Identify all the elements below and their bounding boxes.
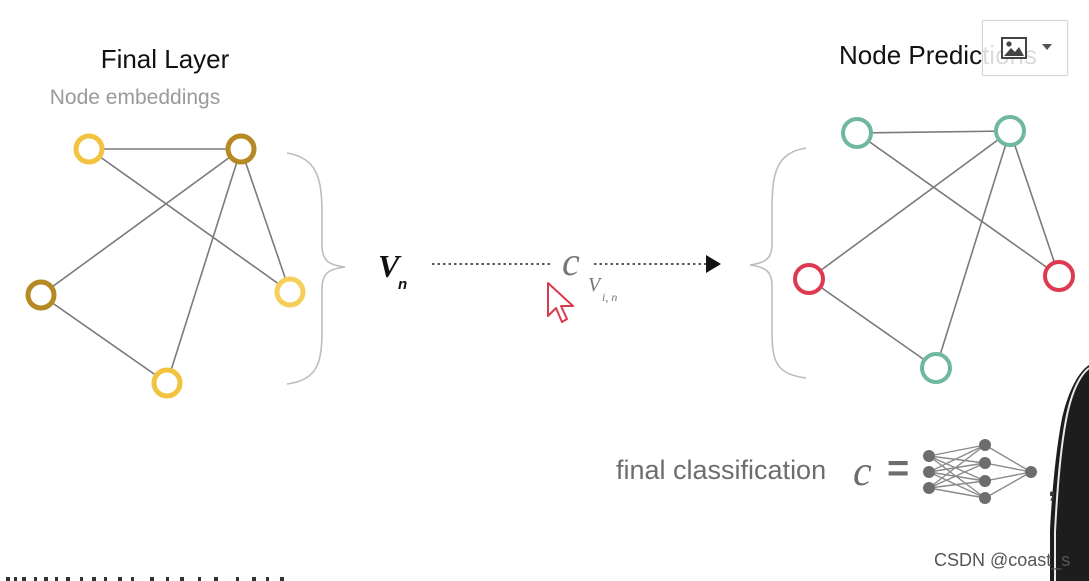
node <box>25 279 57 311</box>
csdn-watermark: CSDN @coast_s <box>934 550 1071 570</box>
node <box>841 117 873 149</box>
image-icon <box>1001 37 1027 59</box>
edge <box>808 278 937 369</box>
edge <box>808 130 1011 280</box>
v-in-symbol: V <box>588 274 601 296</box>
left-curly-brace <box>749 147 807 379</box>
node <box>994 115 1026 147</box>
final-c-symbol: c <box>853 449 872 495</box>
edge <box>935 130 1011 369</box>
v-in-subscript: i, n <box>602 290 618 304</box>
final-layer-title: Final Layer <box>100 44 230 74</box>
edge <box>40 148 242 296</box>
node <box>73 133 105 165</box>
edge <box>856 132 1060 277</box>
right-graph-nodes <box>793 115 1075 384</box>
classifier-symbol: c <box>562 239 580 284</box>
v-n-subscript: n <box>398 276 408 293</box>
node <box>920 352 952 384</box>
node <box>225 133 257 165</box>
image-options-button[interactable] <box>982 20 1068 76</box>
edge <box>856 130 1011 134</box>
comma-sign: , <box>1048 470 1057 503</box>
right-graph-edges <box>808 130 1060 369</box>
edge <box>40 294 168 384</box>
equals-sign: = <box>887 448 910 490</box>
node <box>274 276 306 308</box>
arrow-head-icon <box>706 255 721 273</box>
node <box>1043 260 1075 292</box>
neural-network-icon <box>923 439 1037 504</box>
edge <box>240 148 291 293</box>
edge <box>1009 130 1060 277</box>
chevron-down-icon <box>1042 44 1052 50</box>
edge <box>166 148 242 384</box>
node <box>151 367 183 399</box>
v-n-symbol: V <box>378 248 400 284</box>
left-graph-edges <box>40 148 291 384</box>
presenter-silhouette <box>1050 365 1089 581</box>
mouse-cursor-icon <box>547 282 574 323</box>
right-curly-brace <box>286 152 346 385</box>
final-classification-label: final classification <box>616 455 827 485</box>
clipped-caption-strip <box>6 577 284 581</box>
presenter-edge-highlight <box>1054 367 1089 581</box>
node <box>793 263 825 295</box>
node-embeddings-subtitle: Node embeddings <box>49 86 221 109</box>
edge <box>88 148 291 293</box>
left-graph-nodes <box>25 133 306 399</box>
